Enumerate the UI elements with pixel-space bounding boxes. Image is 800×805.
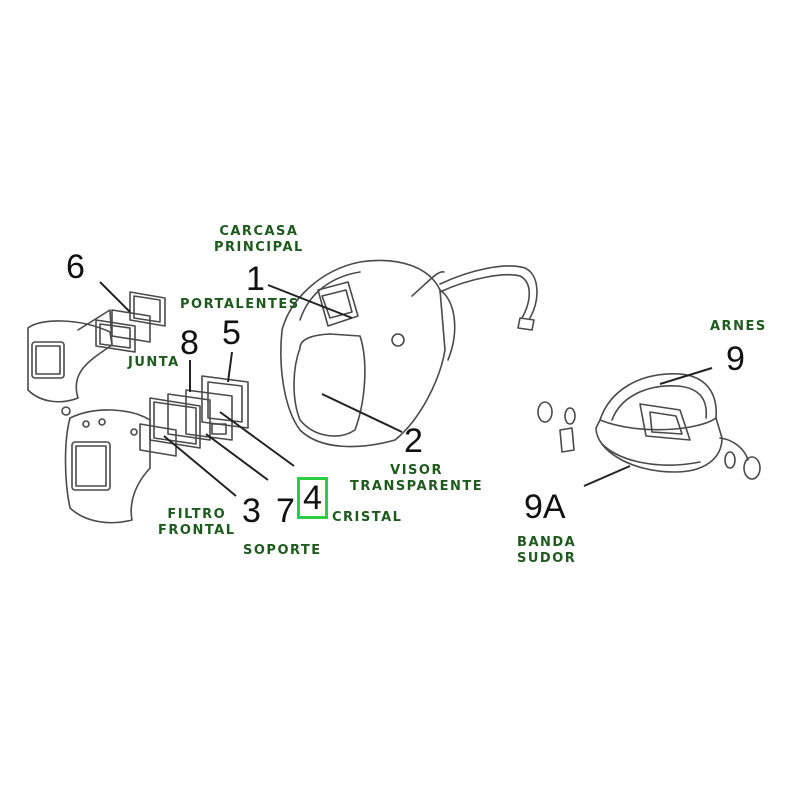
gasket-parts	[95, 291, 166, 353]
label-cristal: CRISTAL	[332, 510, 403, 525]
number-3: 3	[242, 492, 261, 530]
leader-6	[99, 281, 131, 313]
label-filtro-frontal: FILTRO FRONTAL	[158, 507, 236, 539]
main-helmet	[280, 259, 456, 448]
number-7: 7	[276, 492, 295, 530]
leader-9a	[583, 465, 631, 487]
label-carcasa-line1: CARCASA	[219, 224, 299, 239]
label-banda-line1: BANDA	[517, 535, 577, 550]
number-6: 6	[66, 248, 85, 286]
front-filter-shell	[64, 409, 151, 524]
leader-4	[219, 411, 295, 467]
label-filtro-line1: FILTRO	[167, 507, 227, 522]
number-2: 2	[404, 422, 423, 460]
label-banda-sudor: BANDA SUDOR	[517, 535, 576, 567]
label-soporte: SOPORTE	[243, 543, 322, 558]
label-junta: JUNTA	[128, 355, 180, 370]
leader-3	[163, 435, 237, 497]
label-arnes: ARNES	[710, 319, 767, 334]
leader-5	[227, 351, 233, 383]
leader-1	[267, 284, 353, 319]
number-4: 4	[297, 477, 328, 519]
label-carcasa-line2: PRINCIPAL	[214, 240, 304, 255]
number-8: 8	[180, 324, 199, 362]
label-filtro-line2: FRONTAL	[158, 523, 236, 538]
number-9a: 9A	[524, 488, 566, 526]
filter-stack	[139, 375, 249, 457]
label-banda-line2: SUDOR	[517, 551, 577, 566]
label-visor-line2: TRANSPARENTE	[350, 479, 484, 494]
number-1: 1	[246, 260, 265, 298]
label-portalentes: PORTALENTES	[180, 297, 300, 312]
number-9: 9	[726, 340, 745, 378]
label-visor-line1: VISOR	[390, 463, 443, 478]
label-visor-transparente: VISOR TRANSPARENTE	[350, 463, 483, 495]
number-5: 5	[222, 314, 241, 352]
leader-2	[321, 393, 403, 433]
air-hose	[439, 265, 538, 331]
leader-7	[205, 433, 269, 481]
headgear	[537, 373, 761, 480]
label-carcasa-principal: CARCASA PRINCIPAL	[214, 224, 304, 256]
leader-9	[659, 367, 713, 385]
